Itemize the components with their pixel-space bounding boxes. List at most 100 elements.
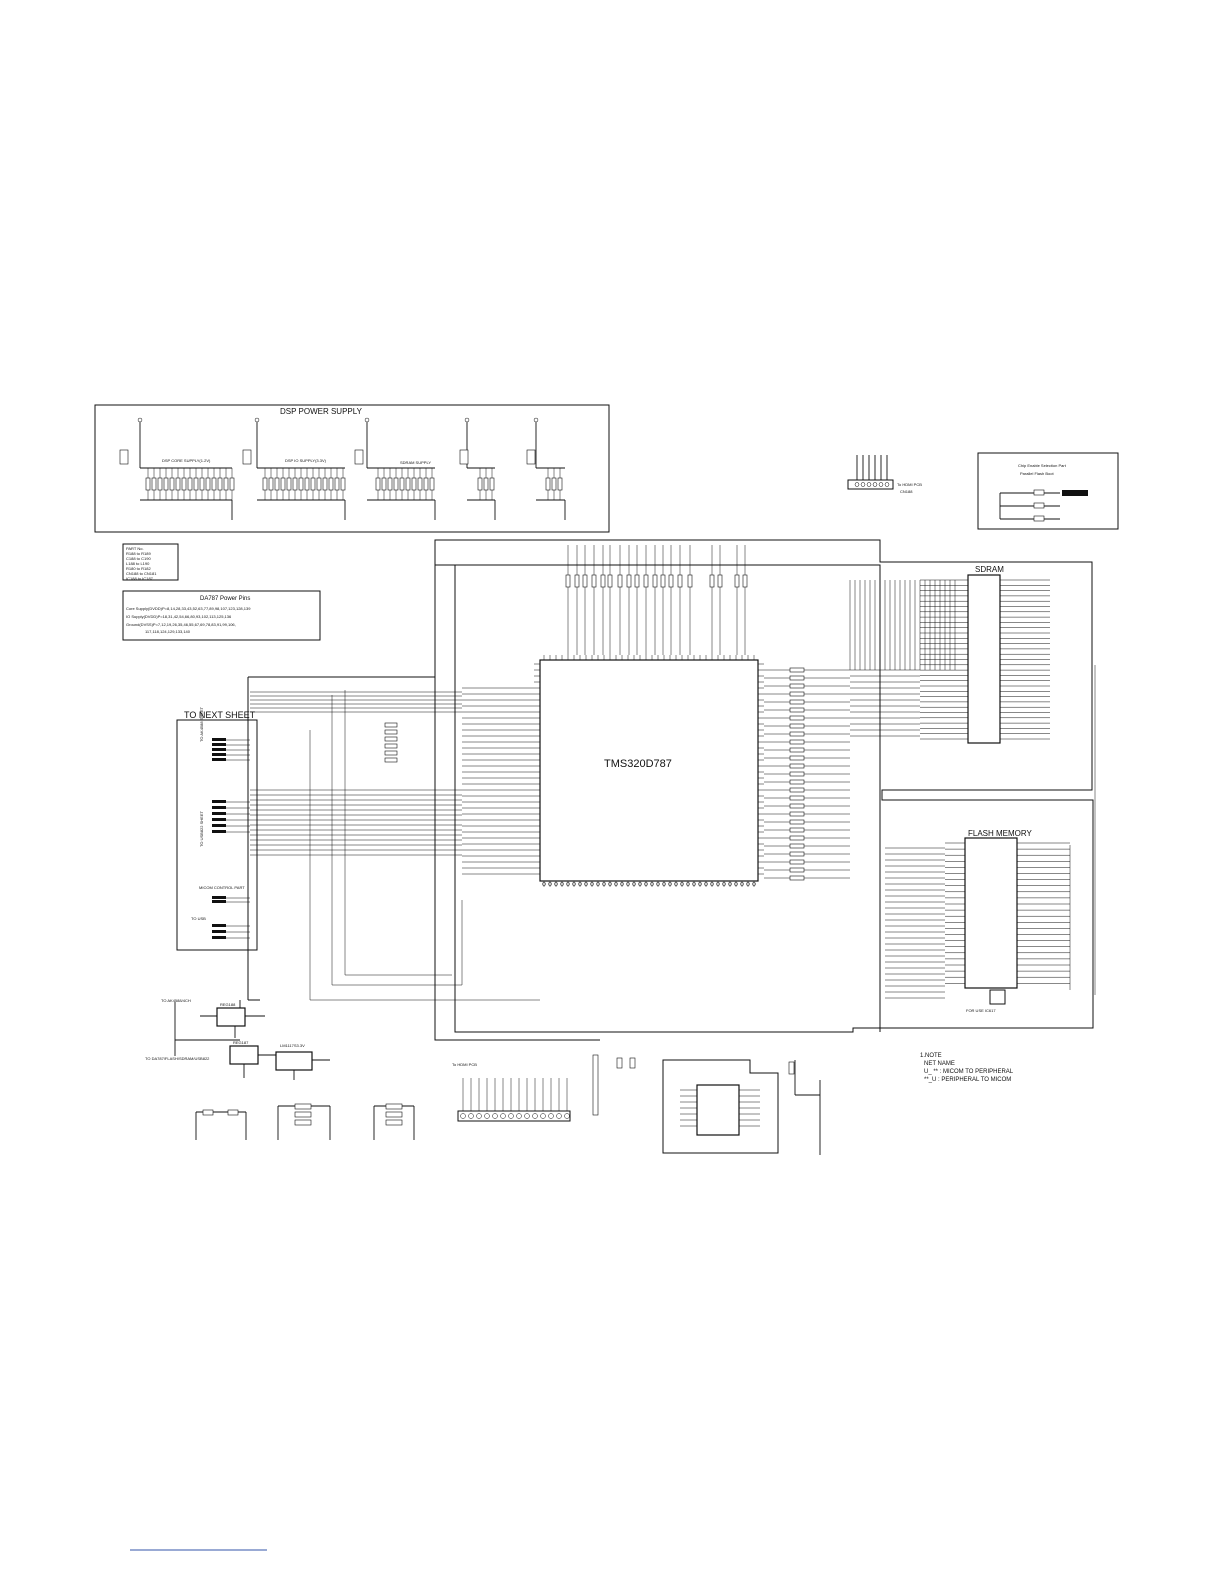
reg188-label: REG188 (220, 1002, 236, 1007)
dsp-right-resistor (789, 851, 805, 857)
to-da787-label: TO DA787/FLASH/SDRAM/USB822 (145, 1056, 210, 1061)
part-number-line: CN188 to CN181 (126, 571, 157, 576)
power-pins-line-1: Core Supply(DVDD)P=8,14,28,33,43,52,63,7… (126, 606, 251, 611)
net-tag (212, 824, 226, 827)
to-usb-label: TO USB (191, 916, 206, 921)
capacitor (205, 477, 211, 491)
dsp-right-resistor (789, 683, 805, 689)
dsp-top-resistor (660, 574, 666, 588)
capacitor (223, 477, 229, 491)
header-pin (476, 1113, 482, 1119)
dsp-pin-pad (548, 882, 552, 886)
part-number-line: C188 to C190 (126, 556, 151, 561)
to-usb822-label: TO USB822 SHEET (199, 811, 204, 847)
next-sheet-panel: TO NEXT SHEET MICOM CONTROL PART TO USB … (176, 676, 435, 1001)
core-supply-label: DSP CORE SUPPLY(1.2V) (162, 458, 211, 463)
capacitor (280, 477, 286, 491)
header-pin (564, 1113, 570, 1119)
capacitor (304, 477, 310, 491)
power-pins-box: DA787 Power Pins Core Supply(DVDD)P=8,14… (122, 590, 321, 641)
dsp-right-resistor (789, 803, 805, 809)
series-resistor (384, 722, 398, 728)
capacitor (310, 477, 316, 491)
capacitor (399, 477, 405, 491)
capacitor (298, 477, 304, 491)
dsp-pin-pad (614, 882, 618, 886)
capacitor (411, 477, 417, 491)
dsp-pin-pad (638, 882, 642, 886)
capacitor (483, 477, 489, 491)
chip-enable-title: Chip Enable Selection Part (1018, 463, 1067, 468)
dsp-pin-pad (608, 882, 612, 886)
lm1117-label: LM1117S3.3V (280, 1043, 305, 1048)
capacitor (381, 477, 387, 491)
capacitor (286, 477, 292, 491)
to-hdmi-pcb-bottom: To HDMI PCB (452, 1062, 477, 1067)
dsp-pin-pad (590, 882, 594, 886)
dsp-pin-pad (680, 882, 684, 886)
dsp-right-resistor (789, 739, 805, 745)
net-tag (212, 758, 226, 761)
series-resistor (384, 750, 398, 756)
header-pin (484, 1113, 490, 1119)
capacitor (217, 477, 223, 491)
dsp-pin-pad (722, 882, 726, 886)
net-tag (212, 806, 226, 809)
dsp-power-supply-section: DSP POWER SUPPLY DSP CORE SUPPLY(1.2V) D… (94, 404, 610, 533)
flash-memory-title: FLASH MEMORY (968, 829, 1033, 838)
header-pin (508, 1113, 514, 1119)
capacitor (316, 477, 322, 491)
power-pins-line-4: 117,118,124,129,133,140 (145, 629, 191, 634)
dsp-top-resistor (617, 574, 623, 588)
micom-control-label: MICOM CONTROL PART (199, 885, 245, 890)
dsp-pin-pad (710, 882, 714, 886)
capacitor (211, 477, 217, 491)
dsp-right-resistor (789, 827, 805, 833)
dsp-top-resistor (582, 574, 588, 588)
dsp-pin-pad (746, 882, 750, 886)
dsp-pin-pad (668, 882, 672, 886)
flash-memory-chip: FLASH MEMORY FOR USE IC617 (945, 665, 1096, 1013)
dsp-top-resistor (734, 574, 740, 588)
dsp-pin-pad (704, 882, 708, 886)
dsp-right-resistor (789, 875, 805, 881)
power-pins-line-2: IO Supply(DVDD)P=18,31,42,54,66,80,93,10… (126, 614, 232, 619)
net-tag (212, 900, 226, 903)
dsp-pin-pad (716, 882, 720, 886)
dsp-pin-pad (686, 882, 690, 886)
connector-pin (866, 482, 872, 487)
dsp-pin-pad (566, 882, 570, 886)
net-tag (212, 924, 226, 927)
part-number-line: IC188 to IC187 (126, 576, 154, 581)
dsp-top-resistor (600, 574, 606, 588)
dsp-right-resistor (789, 819, 805, 825)
to-ak4588-4ch-label: TO AK4588/4CH (161, 998, 191, 1003)
dsp-top-resistor (687, 574, 693, 588)
dsp-right-resistor (789, 859, 805, 865)
capacitor (557, 477, 563, 491)
net-tag (212, 896, 226, 899)
capacitor (340, 477, 346, 491)
part-number-line: R188 to R189 (126, 551, 151, 556)
dsp-pin-pad (572, 882, 576, 886)
capacitor (551, 477, 557, 491)
power-regulators: REG188 REG187 LM1117S3.3V TO AK4588/4CH … (145, 998, 330, 1080)
chip-enable-subtitle: Parallel Flash Boot (1020, 471, 1054, 476)
net-tag (212, 812, 226, 815)
capacitor (151, 477, 157, 491)
dsp-right-resistor (789, 675, 805, 681)
series-resistor (384, 743, 398, 749)
dsp-right-resistor (789, 699, 805, 705)
dsp-pin-pad (560, 882, 564, 886)
to-next-sheet-title: TO NEXT SHEET (184, 710, 256, 720)
dsp-right-resistor (789, 787, 805, 793)
hdmi-connector-bottom: To HDMI PCB (452, 1062, 571, 1122)
hdmi-connector-top: To HDMI PCB CN188 (847, 455, 922, 494)
series-resistor (384, 729, 398, 735)
dsp-pin-pad (650, 882, 654, 886)
bottom-left-circuits (195, 1103, 415, 1140)
to-hdmi-pcb-top: To HDMI PCB (897, 482, 922, 487)
capacitor (322, 477, 328, 491)
capacitor (375, 477, 381, 491)
